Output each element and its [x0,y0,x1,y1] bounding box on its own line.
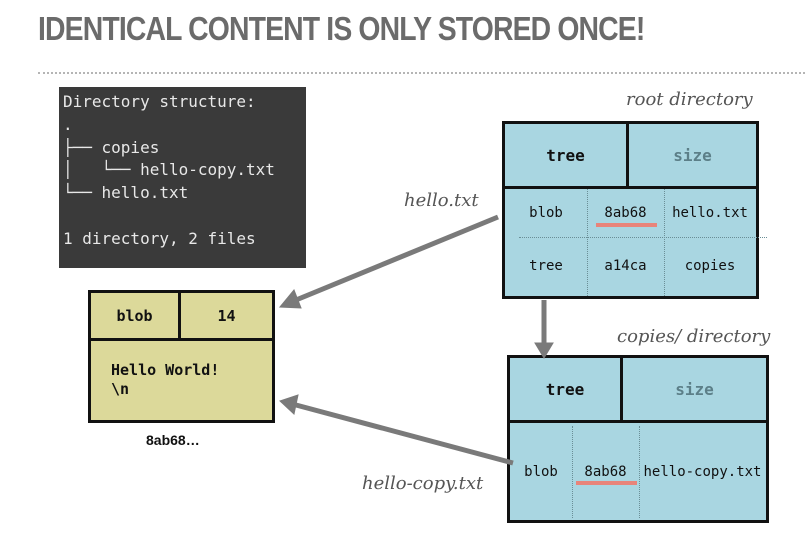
header-divider [178,293,181,339]
arrowhead [279,394,299,415]
arrowhead [534,342,554,359]
entry-hash: 8ab68 [604,205,647,221]
entry-name: hello-copy.txt [643,463,762,480]
tree-header: tree [545,379,585,399]
size-header: size [673,145,712,165]
blob-content-line: Hello World! [111,361,220,379]
header-divider [626,124,629,187]
root-directory-caption: root directory [626,89,753,110]
terminal-panel: Directory structure: . ├── copies │ └── … [59,87,306,268]
entry-name: hello.txt [672,205,748,221]
blob-content-line: \n [111,380,130,398]
blob-hash-label: 8ab68… [146,432,200,448]
arrow-hello-copy-to-blob [295,402,514,466]
entry-name: copies [684,258,736,274]
arrow-hello-to-blob [295,214,499,303]
terminal-line: Directory structure: [63,92,256,111]
root-tree-object: tree size blob 8ab68 hello.txt tree a14c… [502,121,767,299]
header-divider [620,358,623,421]
hash-highlight [576,481,637,485]
terminal-line: . [63,114,73,134]
tree-header: tree [546,145,585,165]
slide-title: IDENTICAL CONTENT IS ONLY STORED ONCE! [38,10,645,47]
entry-type: blob [529,205,563,221]
blob-object: blob 14 Hello World! \n [88,290,275,423]
terminal-line: ├── copies [63,137,160,157]
entry-type: blob [524,463,558,480]
terminal-line: │ └── hello-copy.txt [63,160,275,180]
arrow-label-hello: hello.txt [404,190,479,211]
terminal-output: Directory structure: . ├── copies │ └── … [59,87,306,251]
column-divider [664,189,665,296]
terminal-line: └── hello.txt [63,183,189,203]
column-divider [587,189,588,296]
copies-directory-caption: copies/ directory [617,326,771,347]
header-separator [510,420,766,423]
column-divider [572,426,573,518]
title-divider [38,72,805,74]
arrow-label-hello-copy: hello-copy.txt [362,473,484,494]
terminal-line: 1 directory, 2 files [63,228,256,248]
blob-size: 14 [217,306,236,325]
row-divider [519,237,767,238]
size-header: size [675,379,714,399]
entry-hash: 8ab68 [584,463,627,480]
blob-header: blob [116,306,153,325]
header-separator [91,338,272,341]
hash-highlight [596,223,657,227]
header-separator [505,186,756,189]
entry-hash: a14ca [604,258,647,274]
entry-type: tree [529,258,563,274]
column-divider [639,426,640,518]
arrowhead [278,289,302,309]
blob-content: Hello World! \n [111,361,219,399]
copies-tree-object: tree size blob 8ab68 hello-copy.txt [507,355,769,523]
